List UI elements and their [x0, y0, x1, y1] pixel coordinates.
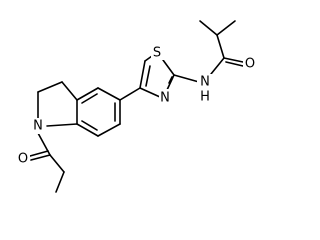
bond-benz-c4-c3a-inner	[81, 93, 98, 104]
bond-thiazole-indoline	[119, 87, 141, 101]
bond-benz-c4-c3a	[76, 87, 99, 101]
atom-indoline-nitrogen: N	[33, 119, 43, 134]
bond-ch-methyl-right	[216, 20, 236, 36]
bond-thiazole-c4-n3	[139, 87, 161, 98]
bond-benz-c5-c4	[97, 87, 121, 101]
bond-thiazole-n3-c2	[166, 74, 175, 91]
bond-ch2-ch3	[55, 171, 65, 193]
bond-thiazole-c2-s	[162, 59, 175, 76]
bond-carbonyl-nh	[210, 57, 225, 75]
bond-carbonyl-o-b	[225, 61, 244, 67]
bond-acyl-c-o-a	[30, 154, 51, 161]
bond-benz-c7a-c7	[76, 123, 99, 137]
atom-label-layer: S N N H O N O	[16, 44, 257, 167]
bond-layer	[29, 20, 244, 193]
bond-thiazole-c5-c4	[139, 60, 146, 89]
bond-nh-thiazole-c2	[173, 74, 200, 83]
bond-c3a-c3	[61, 81, 78, 101]
structure-canvas: S N N H O N O	[16, 20, 257, 193]
bond-benz-c7a-c7-inner	[81, 120, 98, 131]
bond-carbonyl-o-a	[223, 57, 244, 63]
atom-amide-nitrogen: N	[200, 75, 210, 90]
bond-thiazole-n3-c2-inner	[168, 76, 173, 84]
bond-ch-carbonyl	[216, 34, 225, 59]
atom-thiazole-nitrogen: N	[160, 91, 170, 106]
bond-benz-c7-c6	[97, 123, 121, 137]
atom-isobutyryl-oxygen: O	[245, 57, 255, 72]
bond-acyl-c-o-b	[29, 150, 49, 157]
bond-thiazole-c5-c4-inner	[145, 65, 151, 87]
bond-c3-c2	[37, 81, 63, 93]
chemical-structure-diagram: S N N H O N O	[16, 20, 257, 193]
atom-amide-hydrogen: H	[200, 90, 210, 105]
bond-methyl-left-ch	[199, 20, 218, 36]
bond-acyl-c-ch2	[49, 154, 65, 173]
bond-n1-c7a	[46, 123, 78, 127]
bond-thiazole-s-c5	[144, 55, 153, 62]
atom-sulfur: S	[153, 46, 161, 61]
atom-propanoyl-oxygen: O	[18, 152, 28, 167]
